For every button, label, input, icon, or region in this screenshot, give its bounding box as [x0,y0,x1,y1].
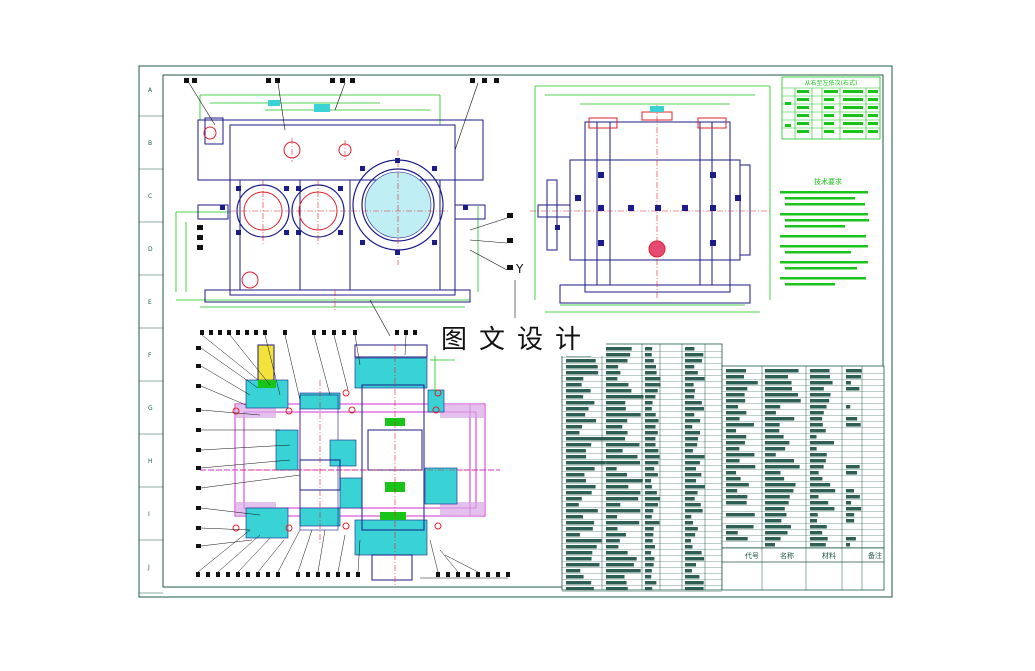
header-material: 材料 [822,551,836,560]
row-letter: D [148,246,153,253]
gear-parameter-table: 从右至左依次(右式) [781,76,881,140]
row-letter: E [148,299,152,306]
row-letter-labels: A B C D E F G H I J [139,87,163,594]
parts-list-left-rows [562,344,722,592]
row-letter: I [148,511,150,518]
header-code: 代号 [745,551,759,560]
row-letter: C [148,193,152,200]
watermark-label: 图文设计 [428,318,606,356]
row-letter: B [148,140,152,147]
side-view [530,85,771,313]
parts-list-right-rows [722,366,884,590]
parts-list-header: 代号 名称 材料 备注 [722,547,884,563]
plan-section-view [196,330,510,585]
row-letter: H [148,458,153,465]
parts-list: 代号 名称 材料 备注 [561,343,885,592]
front-view: Y [175,78,524,337]
technical-requirements: 技术要求 [780,177,869,286]
drawing-frame [138,65,893,598]
tech-requirements-title: 技术要求 [814,177,842,186]
row-letter: A [148,87,153,94]
row-letter: J [147,564,150,571]
header-name: 名称 [780,551,794,560]
row-letter: F [148,352,152,359]
row-letter: G [148,405,153,412]
gear-table-title: 从右至左依次(右式) [805,79,858,87]
header-remarks: 备注 [868,551,882,560]
section-label: Y [515,262,524,276]
